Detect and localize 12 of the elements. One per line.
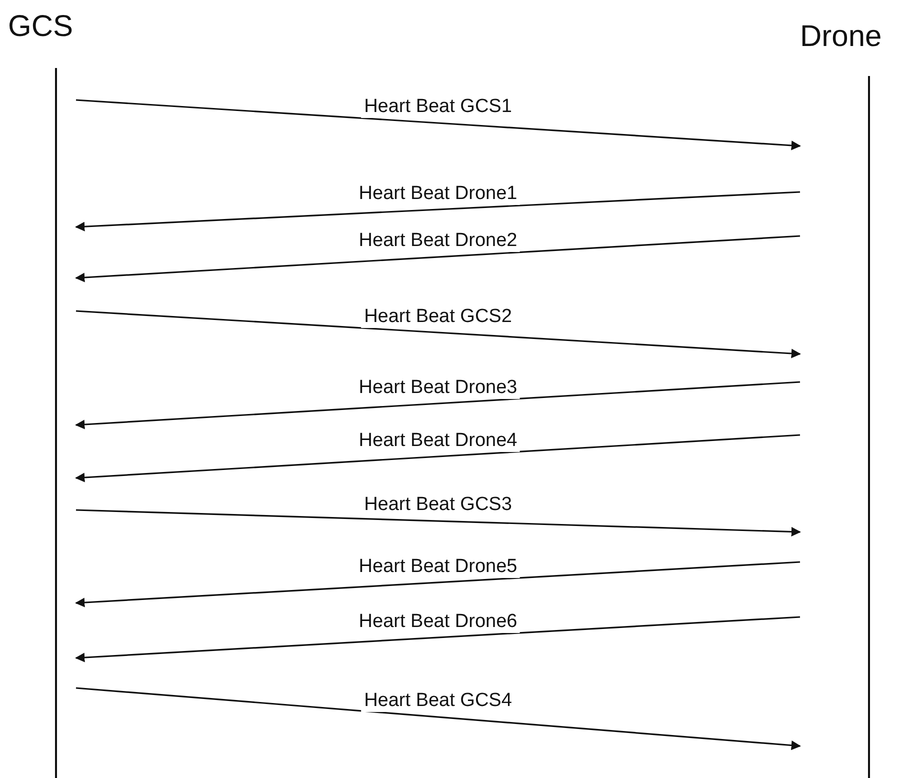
arrow bbox=[76, 99, 801, 150]
participant-name: Drone bbox=[800, 20, 882, 54]
arrow bbox=[75, 434, 800, 482]
arrow bbox=[75, 616, 800, 662]
arrow bbox=[76, 310, 801, 358]
arrow bbox=[75, 191, 800, 232]
arrow bbox=[76, 687, 801, 750]
arrow bbox=[75, 381, 800, 430]
arrow bbox=[75, 235, 800, 282]
participant-name: GCS bbox=[8, 10, 74, 44]
arrow bbox=[75, 561, 800, 608]
arrow bbox=[76, 509, 801, 537]
